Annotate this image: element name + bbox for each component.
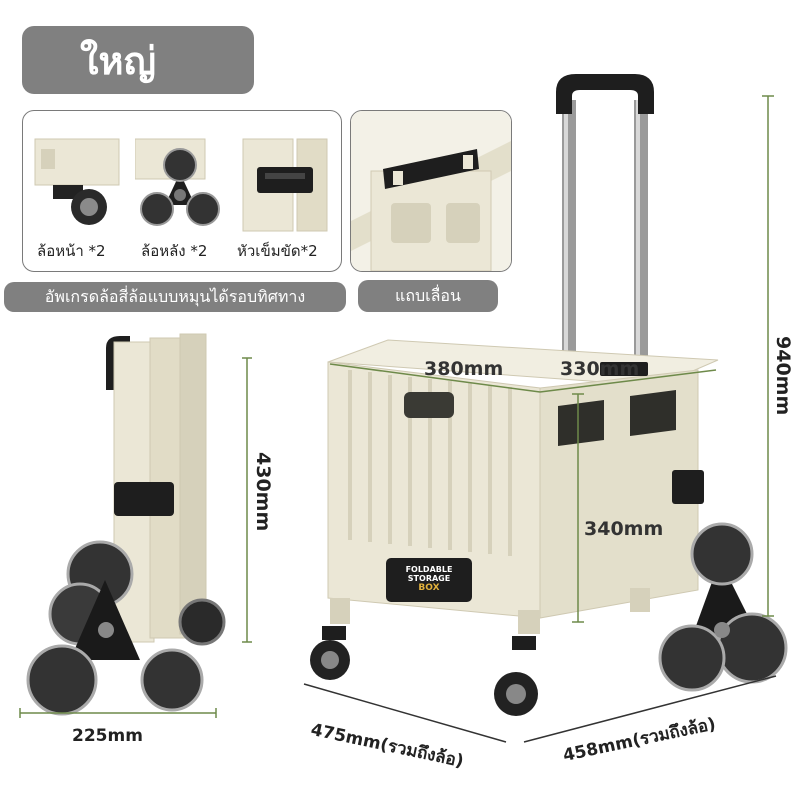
folded-width-label: 225mm xyxy=(72,726,143,746)
top-length-label: 380mm xyxy=(424,358,504,380)
box-height-label: 340mm xyxy=(584,518,664,540)
front-wheel-label: ล้อหน้า *2 xyxy=(37,242,106,260)
slide-rail-image xyxy=(351,111,511,271)
folded-cart-image xyxy=(26,333,226,716)
rear-wheel-label: ล้อหลัง *2 xyxy=(141,242,208,260)
slide-rail-panel xyxy=(350,110,512,272)
size-badge: ใหญ่ xyxy=(22,26,254,94)
size-label: ใหญ่ xyxy=(80,38,156,83)
box-label-line2: BOX xyxy=(418,582,440,593)
buckle-label: หัวเข็มขัด*2 xyxy=(237,242,318,260)
wheel-parts-panel: ล้อหน้า *2 ล้อหลัง *2 หัวเข็มขัด*2 xyxy=(22,110,342,272)
front-wheel-image xyxy=(34,138,120,225)
box-label-line1: FOLDABLE STORAGE xyxy=(405,565,453,583)
main-cart-image xyxy=(310,74,788,716)
total-height-label: 940mm xyxy=(772,336,794,416)
folded-height-line xyxy=(242,357,252,643)
box-label: FOLDABLE STORAGE BOX xyxy=(386,565,472,593)
upgrade-banner-text: อัพเกรดล้อสี่ล้อแบบหมุนได้รอบทิศทาง xyxy=(44,286,306,306)
top-width-label: 330mm xyxy=(560,358,640,380)
upgrade-banner: อัพเกรดล้อสี่ล้อแบบหมุนได้รอบทิศทาง xyxy=(4,282,346,312)
rear-wheel-image xyxy=(135,138,220,226)
buckle-image xyxy=(242,138,328,232)
slide-banner: แถบเลื่อน xyxy=(358,280,498,312)
folded-width-line xyxy=(19,708,217,718)
slide-banner-text: แถบเลื่อน xyxy=(395,285,461,305)
